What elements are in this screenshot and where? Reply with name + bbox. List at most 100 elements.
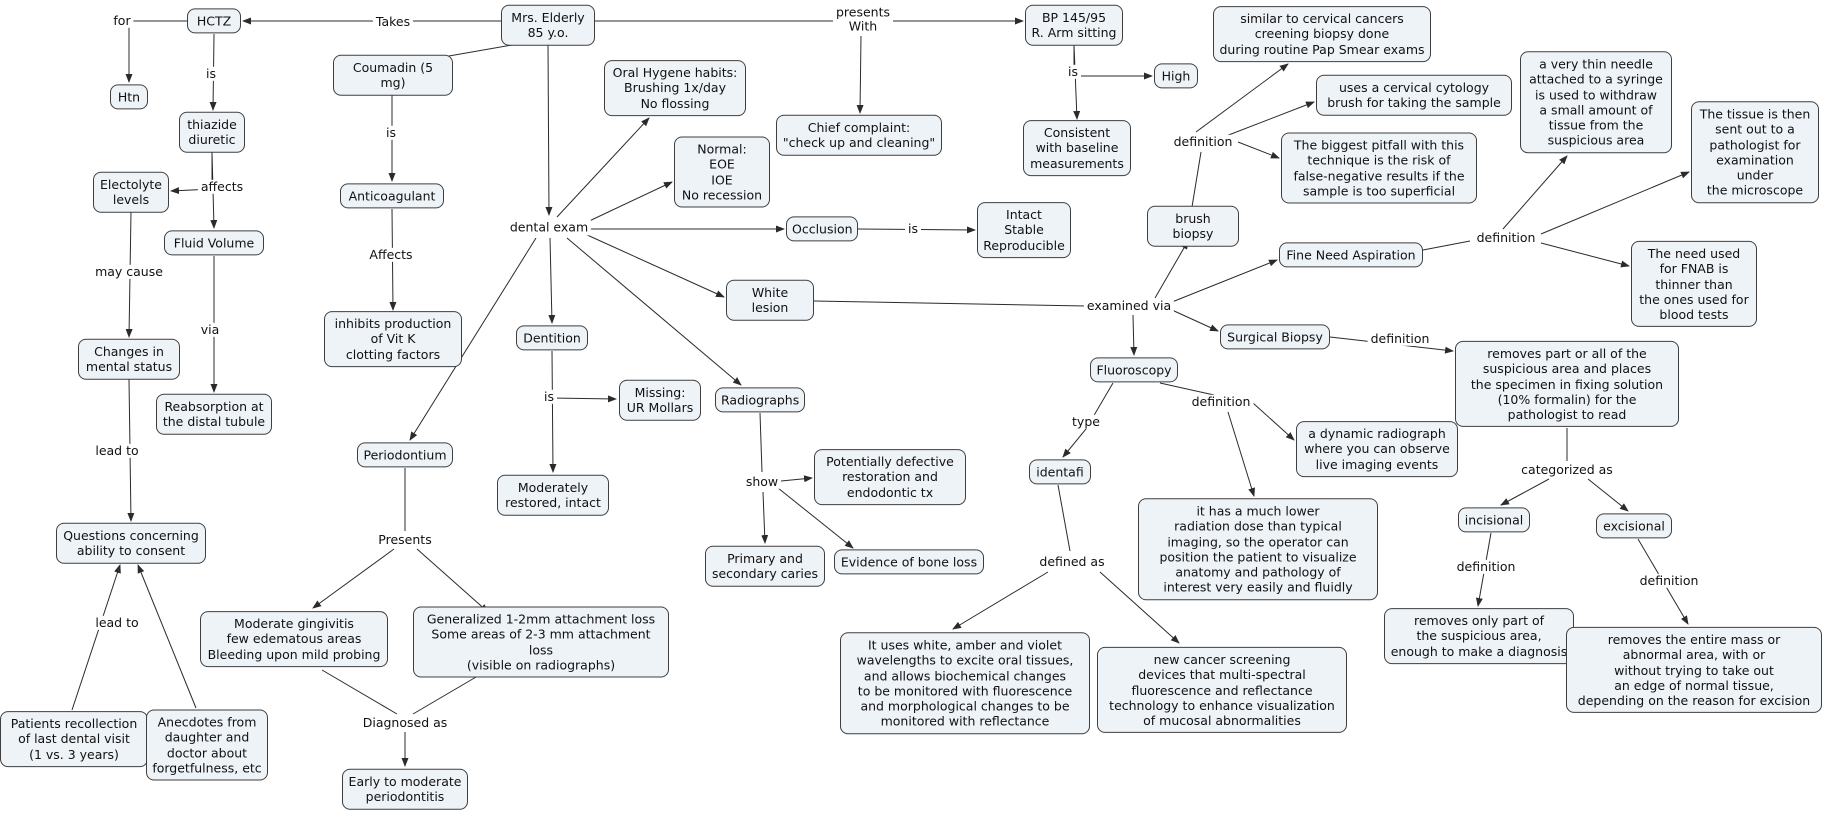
edge-label-may-cause[interactable]: may cause <box>92 264 166 280</box>
edge-label-definition-excisional[interactable]: definition <box>1636 573 1702 589</box>
edge-label-is-hctz[interactable]: is <box>203 66 219 82</box>
edge-presents-to-gingivitis <box>312 548 395 609</box>
node-brush-biopsy[interactable]: brush biopsy <box>1147 205 1239 247</box>
edge-dental-exam-to-oral-hygiene <box>556 117 650 218</box>
node-cervical-similarity[interactable]: similar to cervical cancers creening bio… <box>1213 6 1431 62</box>
node-cytology-brush[interactable]: uses a cervical cytology brush for takin… <box>1316 74 1512 116</box>
edge-label-is-dentition[interactable]: is <box>541 389 557 405</box>
edge-definition-to-biggest-pitfall <box>1237 141 1280 159</box>
node-excisional[interactable]: excisional <box>1596 513 1672 539</box>
node-mrs-elderly[interactable]: Mrs. Elderly 85 y.o. <box>501 4 595 46</box>
node-anticoagulant[interactable]: Anticoagulant <box>340 183 444 209</box>
node-bp-reading[interactable]: BP 145/95 R. Arm sitting <box>1025 4 1123 46</box>
node-removes-part-or-all[interactable]: removes part or all of the suspicious ar… <box>1455 340 1679 428</box>
edge-categorized-to-excisional <box>1587 478 1629 512</box>
edge-label-takes[interactable]: Takes <box>372 14 414 30</box>
node-biggest-pitfall[interactable]: The biggest pitfall with this technique … <box>1281 132 1477 204</box>
node-patients-recollection[interactable]: Patients recollection of last dental vis… <box>0 711 148 767</box>
node-evidence-bone-loss[interactable]: Evidence of bone loss <box>834 549 984 575</box>
node-generalized-attachment-loss[interactable]: Generalized 1-2mm attachment loss Some a… <box>413 606 669 678</box>
edge-dentition-is-to-missing <box>550 395 617 403</box>
node-oral-hygiene[interactable]: Oral Hygene habits: Brushing 1x/day No f… <box>604 60 746 116</box>
node-defective-restoration[interactable]: Potentially defective restoration and en… <box>814 449 966 505</box>
node-normal-eoe[interactable]: Normal: EOE IOE No recession <box>674 136 770 208</box>
node-coumadin[interactable]: Coumadin (5 mg) <box>333 54 453 96</box>
node-moderately-restored[interactable]: Moderately restored, intact <box>497 474 609 516</box>
node-dentition[interactable]: Dentition <box>516 325 588 351</box>
node-reabsorption-distal[interactable]: Reabsorption at the distal tubule <box>156 393 272 435</box>
edge-label-for[interactable]: for <box>110 13 134 29</box>
edge-dentition-to-moderately-restored <box>549 350 557 473</box>
edge-label-presents[interactable]: Presents <box>375 532 435 548</box>
node-hctz[interactable]: HCTZ <box>187 8 241 34</box>
node-radiographs[interactable]: Radiographs <box>715 387 805 413</box>
edge-dental-exam-to-radiographs <box>566 237 742 386</box>
node-early-moderate-periodontitis[interactable]: Early to moderate periodontitis <box>342 768 468 810</box>
node-htn[interactable]: Htn <box>110 84 148 110</box>
node-thiazide-diuretic[interactable]: thiazide diuretic <box>179 111 245 153</box>
node-missing-molars[interactable]: Missing: UR Mollars <box>619 379 701 421</box>
node-electrolyte-levels[interactable]: Electolyte levels <box>93 171 169 213</box>
edge-label-affects-electrolyte[interactable]: affects <box>197 179 247 195</box>
node-changes-mental-status[interactable]: Changes in mental status <box>78 338 180 380</box>
node-incisional[interactable]: incisional <box>1458 507 1530 533</box>
edge-label-categorized-as[interactable]: categorized as <box>1518 462 1616 478</box>
node-surgical-biopsy[interactable]: Surgical Biopsy <box>1220 324 1330 350</box>
edge-anecdotes-to-questions <box>137 564 197 709</box>
node-dynamic-radiograph[interactable]: a dynamic radiograph where you can obser… <box>1296 421 1458 477</box>
node-fluoroscopy[interactable]: Fluoroscopy <box>1090 357 1178 383</box>
edge-label-diagnosed-as[interactable]: Diagnosed as <box>359 715 451 731</box>
node-fluid-volume[interactable]: Fluid Volume <box>164 230 264 256</box>
edge-label-via[interactable]: via <box>197 322 223 338</box>
node-consistent-baseline[interactable]: Consistent with baseline measurements <box>1023 120 1131 176</box>
edge-show-to-primary-caries <box>761 491 769 544</box>
node-removes-entire-mass[interactable]: removes the entire mass or abnormal area… <box>1566 626 1822 714</box>
edge-categorized-to-incisional <box>1500 478 1550 506</box>
edge-dental-exam-to-dentition <box>548 237 556 324</box>
node-high[interactable]: High <box>1154 63 1198 89</box>
node-periodontium[interactable]: Periodontium <box>357 442 453 468</box>
node-moderate-gingivitis[interactable]: Moderate gingivitis few edematous areas … <box>200 611 388 667</box>
edge-label-affects-anticoagulant[interactable]: Affects <box>366 247 416 263</box>
edge-label-type[interactable]: type <box>1069 414 1103 430</box>
node-identafi-mechanism[interactable]: It uses white, amber and violet waveleng… <box>840 632 1090 734</box>
edge-label-presents-with[interactable]: presents With <box>832 5 894 35</box>
edge-label-definition-fna[interactable]: definition <box>1473 230 1539 246</box>
node-anecdotes[interactable]: Anecdotes from daughter and doctor about… <box>146 709 268 781</box>
edge-show-to-bone-loss <box>777 487 854 549</box>
node-tissue-pathologist[interactable]: The tissue is then sent out to a patholo… <box>1691 101 1819 203</box>
node-inhibits-vit-k[interactable]: inhibits production of Vit K clotting fa… <box>324 311 462 367</box>
edge-label-defined-as[interactable]: defined as <box>1036 554 1108 570</box>
node-lower-radiation[interactable]: it has a much lower radiation dose than … <box>1138 498 1378 600</box>
node-dental-exam[interactable]: dental exam <box>506 218 592 236</box>
edge-label-definition-brush[interactable]: definition <box>1170 134 1236 150</box>
edge-defined-as-to-new-screening <box>1099 571 1180 644</box>
edge-label-show[interactable]: show <box>742 474 782 490</box>
node-questions-consent[interactable]: Questions concerning ability to consent <box>56 522 206 564</box>
node-thin-needle[interactable]: a very thin needle attached to a syringe… <box>1520 51 1672 153</box>
edge-label-is-coumadin[interactable]: is <box>383 125 399 141</box>
edge-examined-via-to-fna <box>1171 259 1278 303</box>
edge-label-is-occlusion[interactable]: is <box>905 221 921 237</box>
node-intact-stable[interactable]: Intact Stable Reproducible <box>977 202 1071 258</box>
node-white-lesion[interactable]: White lesion <box>726 279 814 321</box>
edge-label-is-bp[interactable]: is <box>1065 64 1081 80</box>
edge-label-definition-incisional[interactable]: definition <box>1453 559 1519 575</box>
node-primary-secondary-caries[interactable]: Primary and secondary caries <box>705 545 825 587</box>
edge-label-definition-surgical[interactable]: definition <box>1367 331 1433 347</box>
edge-label-definition-fluoroscopy[interactable]: definition <box>1188 394 1254 410</box>
node-chief-complaint[interactable]: Chief complaint: "check up and cleaning" <box>776 114 942 156</box>
node-occlusion[interactable]: Occlusion <box>786 216 858 242</box>
edge-label-lead-to-lower[interactable]: lead to <box>92 615 142 631</box>
edge-bp-to-high <box>1073 45 1153 80</box>
node-identafi[interactable]: identafi <box>1029 459 1091 485</box>
node-fine-needle-aspiration[interactable]: Fine Need Aspiration <box>1279 242 1423 268</box>
edge-definition-to-lower-radiation <box>1227 411 1255 497</box>
node-new-cancer-screening[interactable]: new cancer screening devices that multi-… <box>1097 646 1347 734</box>
node-fnab-needle[interactable]: The need used for FNAB is thinner than t… <box>1631 240 1757 328</box>
edge-label-examined-via[interactable]: examined via <box>1083 298 1175 314</box>
edge-label-lead-to-upper[interactable]: lead to <box>92 443 142 459</box>
edge-definition-to-fnab-needle <box>1540 242 1630 268</box>
node-removes-only-part[interactable]: removes only part of the suspicious area… <box>1384 608 1574 664</box>
